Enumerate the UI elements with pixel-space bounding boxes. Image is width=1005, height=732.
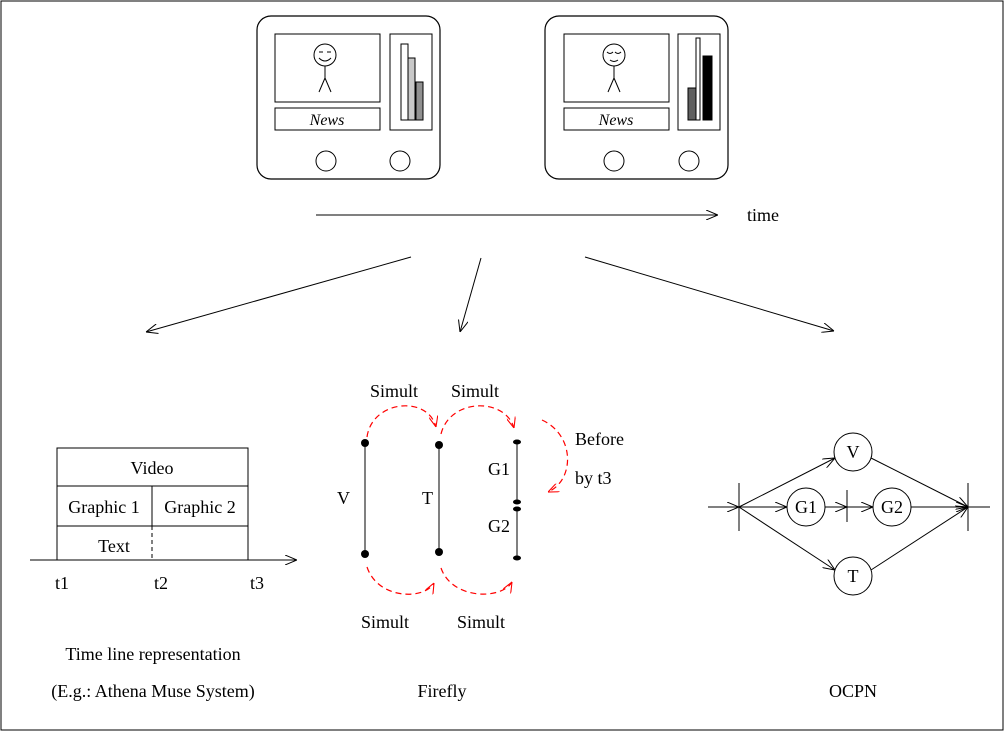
media-label-t: T bbox=[422, 488, 433, 508]
simult-label-top-1: Simult bbox=[370, 381, 418, 401]
simult-arc-top-2 bbox=[440, 405, 514, 435]
event-point bbox=[361, 550, 369, 558]
simult-arc-bottom-2 bbox=[440, 567, 512, 595]
ocpn-representation: V G1 G2 T OCPN bbox=[708, 432, 990, 701]
event-point bbox=[435, 548, 443, 556]
graphic1-track-label: Graphic 1 bbox=[68, 497, 139, 517]
graphic2-track-label: Graphic 2 bbox=[164, 497, 235, 517]
tv-knob bbox=[315, 150, 337, 172]
tick-label-t3: t3 bbox=[250, 573, 264, 593]
ocpn-label-g2: G2 bbox=[881, 497, 903, 517]
ocpn-caption: OCPN bbox=[829, 681, 877, 701]
time-axis-label: time bbox=[747, 205, 779, 225]
event-point bbox=[513, 499, 521, 505]
bar-graph-icon bbox=[687, 37, 713, 121]
firefly-caption: Firefly bbox=[418, 681, 467, 701]
media-label-g1: G1 bbox=[488, 459, 510, 479]
tick-label-t2: t2 bbox=[154, 573, 168, 593]
ocpn-arc bbox=[870, 457, 968, 507]
video-window bbox=[274, 33, 381, 103]
event-point bbox=[513, 555, 521, 561]
bar-graph-icon bbox=[400, 43, 424, 121]
graphics-window bbox=[389, 33, 433, 131]
news-banner-label: News bbox=[598, 112, 634, 129]
tick-label-t1: t1 bbox=[55, 573, 69, 593]
tv-screen-left: News bbox=[256, 15, 441, 180]
ocpn-label-v: V bbox=[847, 442, 860, 462]
tv-knob bbox=[603, 150, 625, 172]
ocpn-label-g1: G1 bbox=[795, 497, 817, 517]
arrow-to-timeline bbox=[146, 256, 412, 332]
ocpn-place-v bbox=[833, 432, 873, 472]
tv-knob bbox=[389, 150, 411, 172]
video-track-label: Video bbox=[131, 458, 174, 478]
before-arc bbox=[541, 419, 569, 492]
arrow-to-ocpn bbox=[584, 256, 834, 331]
simult-label-top-2: Simult bbox=[451, 381, 499, 401]
ocpn-label-t: T bbox=[848, 566, 859, 586]
event-point bbox=[513, 439, 521, 445]
media-label-g2: G2 bbox=[488, 516, 510, 536]
media-label-v: V bbox=[337, 488, 350, 508]
simult-arc-top-1 bbox=[366, 405, 436, 438]
arrow-to-firefly bbox=[460, 257, 482, 332]
graphics-window bbox=[677, 33, 721, 131]
timeline-example-caption: (E.g.: Athena Muse System) bbox=[51, 681, 254, 702]
simult-label-bottom-2: Simult bbox=[457, 612, 505, 632]
simult-arc-bottom-1 bbox=[366, 566, 434, 595]
event-point bbox=[513, 506, 521, 512]
news-banner-label: News bbox=[309, 112, 345, 129]
event-point bbox=[361, 439, 369, 447]
ocpn-arc bbox=[738, 506, 835, 570]
person-sleeping-icon bbox=[602, 43, 626, 93]
tv-screen-right: News bbox=[544, 15, 729, 180]
ocpn-arc bbox=[870, 507, 968, 571]
firefly-representation: V T G1 G2 Simult Simult Before by t3 Sim… bbox=[337, 381, 624, 701]
before-by-t3-label: by t3 bbox=[575, 468, 612, 488]
tv-frame bbox=[544, 15, 729, 180]
simult-label-bottom-1: Simult bbox=[361, 612, 409, 632]
before-label: Before bbox=[575, 429, 624, 449]
event-point bbox=[435, 441, 443, 449]
news-banner bbox=[274, 107, 381, 131]
ocpn-place-t bbox=[833, 556, 873, 596]
text-track-label: Text bbox=[98, 536, 130, 556]
news-banner bbox=[563, 107, 670, 131]
ocpn-arc bbox=[738, 458, 835, 508]
video-window bbox=[563, 33, 670, 103]
tv-knob bbox=[678, 150, 700, 172]
tv-frame bbox=[256, 15, 441, 180]
timeline-representation: Video Graphic 1 Graphic 2 Text t1 t2 t3 … bbox=[30, 447, 297, 702]
person-smiling-icon bbox=[313, 43, 337, 93]
timeline-caption: Time line representation bbox=[65, 644, 240, 664]
